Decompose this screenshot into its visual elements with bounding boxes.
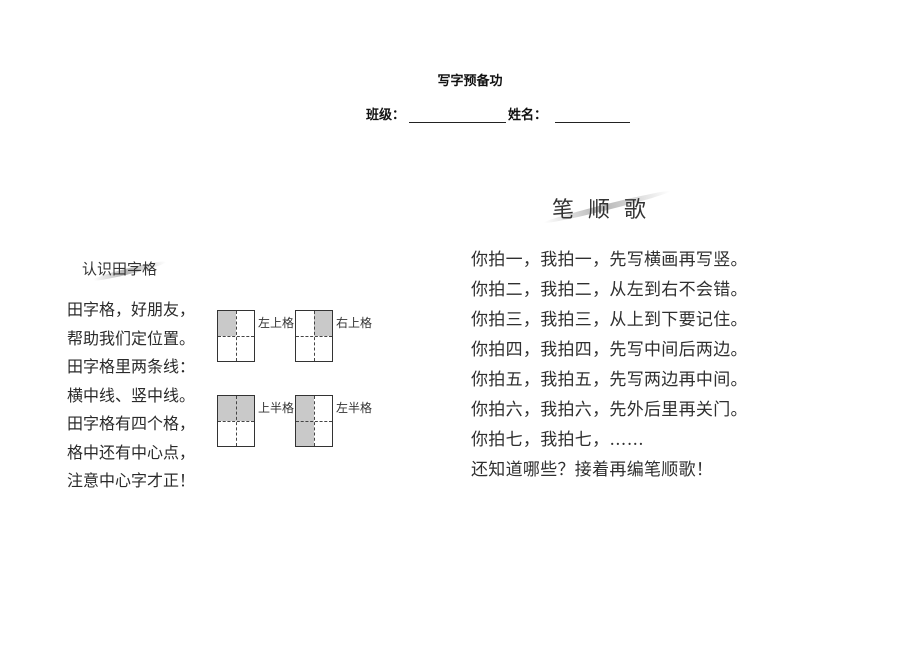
horizontal-center-line xyxy=(218,421,254,422)
tian-grid-left-half xyxy=(295,395,333,447)
document-title: 写字预备功 xyxy=(0,70,920,89)
student-info-line: 班级： 姓名： xyxy=(366,104,631,123)
poem-line: 你拍五，我拍五，先写两边再中间。 xyxy=(471,370,748,390)
poem-line: 还知道哪些？接着再编笔顺歌！ xyxy=(471,460,714,480)
tian-grid-top-left xyxy=(217,310,255,362)
poem-line: 你拍三，我拍三，从上到下要记住。 xyxy=(471,310,748,330)
poem-line: 你拍四，我拍四，先写中间后两边。 xyxy=(471,340,748,360)
grid-label: 左上格 xyxy=(258,316,295,330)
grid-quadrant-filled xyxy=(218,311,236,336)
class-blank-field[interactable] xyxy=(409,108,507,123)
tian-grid-heading: 认识田字格 xyxy=(82,258,167,283)
document-title-text: 写字预备功 xyxy=(437,74,503,89)
grid-quadrant-filled xyxy=(296,421,314,446)
tian-grid-title: 认识田字格 xyxy=(82,260,158,278)
horizontal-center-line xyxy=(218,336,254,337)
tian-grid-top-right xyxy=(295,310,333,362)
poem-line: 你拍一，我拍一，先写横画再写竖。 xyxy=(471,250,748,270)
grid-label: 右上格 xyxy=(336,316,373,330)
stroke-order-poem: 你拍一，我拍一，先写横画再写竖。 你拍二，我拍二，从左到右不会错。 你拍三，我拍… xyxy=(471,245,748,485)
stroke-order-song-title: 笔顺歌 xyxy=(552,198,661,223)
grid-quadrant-filled xyxy=(218,396,236,421)
grid-quadrant-filled xyxy=(296,396,314,421)
poem-line: 你拍二，我拍二，从左到右不会错。 xyxy=(471,280,748,300)
grid-label: 上半格 xyxy=(258,401,295,415)
poem-line: 帮助我们定位置。 xyxy=(67,328,196,348)
class-label: 班级： xyxy=(366,108,406,123)
poem-line: 田字格，好朋友， xyxy=(67,300,196,319)
horizontal-center-line xyxy=(296,336,332,337)
poem-line: 田字格里两条线： xyxy=(67,357,196,376)
name-blank-field[interactable] xyxy=(555,108,631,123)
grid-label: 左半格 xyxy=(336,401,373,415)
name-label: 姓名： xyxy=(508,108,548,123)
poem-line: 你拍六，我拍六，先外后里再关门。 xyxy=(471,400,748,420)
tian-grid-poem: 田字格，好朋友， 帮助我们定位置。 田字格里两条线： 横中线、竖中线。 田字格有… xyxy=(67,296,195,496)
grid-quadrant-filled xyxy=(236,396,254,421)
poem-line: 格中还有中心点， xyxy=(67,442,196,462)
stroke-order-song-heading: 笔顺歌 xyxy=(543,188,671,226)
horizontal-center-line xyxy=(296,421,332,422)
tian-grid-top-half xyxy=(217,395,255,447)
poem-line: 横中线、竖中线。 xyxy=(67,385,196,405)
poem-line: 注意中心字才正！ xyxy=(67,471,196,490)
grid-quadrant-filled xyxy=(314,311,332,336)
poem-line: 你拍七，我拍七，…… xyxy=(471,430,644,450)
poem-line: 田字格有四个格， xyxy=(67,414,196,433)
